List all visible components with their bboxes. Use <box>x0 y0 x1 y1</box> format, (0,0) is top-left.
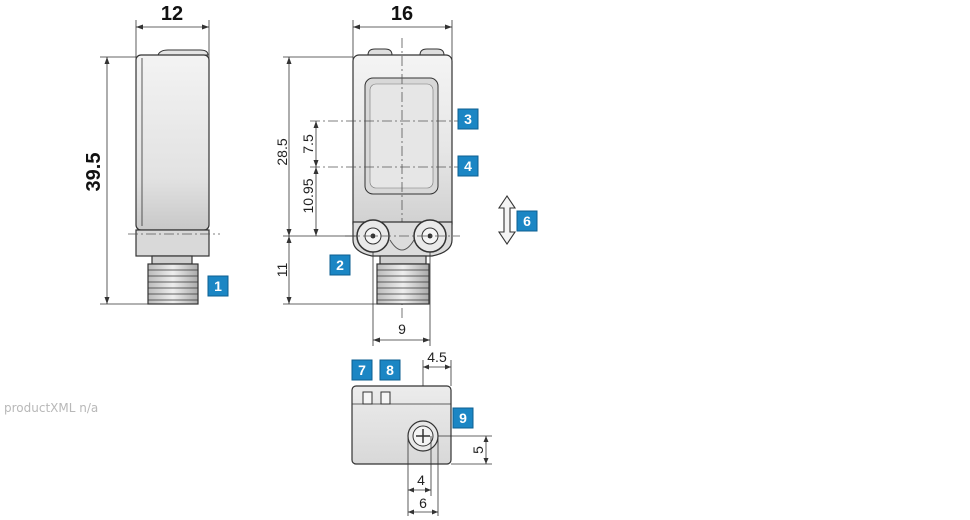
front-view: 16 <box>274 3 460 346</box>
callout-7: 7 <box>351 359 373 381</box>
callout-3: 3 <box>457 108 479 130</box>
svg-text:9: 9 <box>459 410 467 426</box>
front-connector-thread <box>376 263 430 305</box>
dim-5-label: 5 <box>470 446 486 454</box>
dim-28-5-label: 28.5 <box>274 138 290 165</box>
dim-6-label: 6 <box>419 495 427 511</box>
svg-text:3: 3 <box>464 111 472 127</box>
callout-6: 6 <box>516 210 538 232</box>
svg-text:6: 6 <box>523 213 531 229</box>
dim-4-5-label: 4.5 <box>427 349 447 365</box>
bottom-view: 7 8 4.5 5 <box>351 349 492 516</box>
callout-1: 1 <box>207 275 229 297</box>
potentiometer-icon <box>407 420 439 452</box>
dim-4-label: 4 <box>417 472 425 488</box>
side-housing <box>135 54 210 231</box>
adjustment-arrow-icon <box>497 195 517 245</box>
dim-side-width-label: 12 <box>161 3 183 25</box>
dim-total-height-label: 39.5 <box>83 153 105 192</box>
svg-text:4: 4 <box>464 158 472 174</box>
dim-7-5-label: 7.5 <box>300 134 316 154</box>
callout-8: 8 <box>379 359 401 381</box>
dim-10-95-label: 10.95 <box>300 178 316 213</box>
svg-text:2: 2 <box>336 257 344 273</box>
dim-front-width-label: 16 <box>391 3 413 25</box>
side-view: 12 39.5 <box>83 3 220 305</box>
svg-text:8: 8 <box>386 362 394 378</box>
callout-9: 9 <box>452 407 474 429</box>
dim-11-label: 11 <box>274 263 290 278</box>
side-connector-thread <box>147 263 199 305</box>
callout-4: 4 <box>457 155 479 177</box>
svg-text:1: 1 <box>214 278 222 294</box>
callout-2: 2 <box>329 254 351 276</box>
watermark-text: productXML n/a <box>4 401 98 415</box>
dim-9-label: 9 <box>398 321 406 337</box>
svg-text:7: 7 <box>358 362 366 378</box>
